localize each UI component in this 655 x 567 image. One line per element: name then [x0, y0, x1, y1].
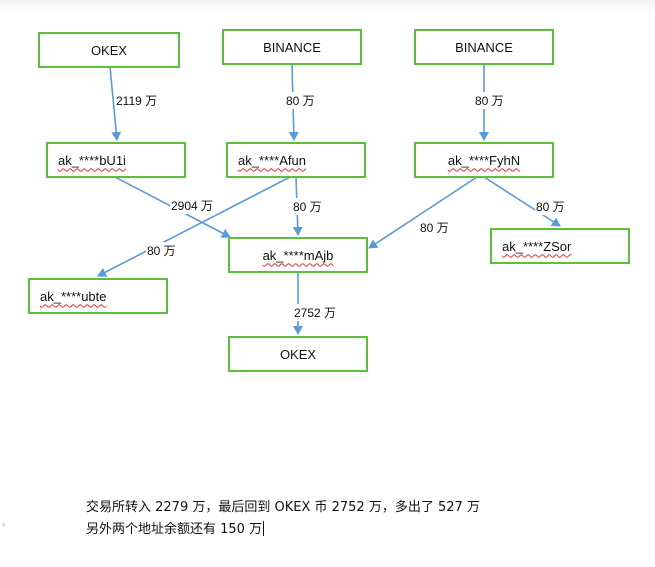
edge-label-fyhn-to-majb: 80 万	[419, 219, 450, 236]
binance-source-label-2: BINANCE	[455, 39, 513, 55]
binance-source-box-1: BINANCE	[222, 29, 362, 65]
arrow-okex-to-bu1i	[109, 66, 122, 141]
address-box-ubte: ak_****ubte	[28, 278, 168, 314]
edge-label-majb-to-okex: 2752 万	[293, 304, 338, 321]
address-label-fyhn: ak_****FyhN	[447, 152, 521, 168]
summary-text-1: 交易所转入 2279 万，最后回到 OKEX 币 2752 万，多出了 527 …	[86, 500, 480, 515]
binance-source-label-1: BINANCE	[263, 39, 321, 55]
okex-destination-box: OKEX	[228, 336, 368, 372]
binance-source-box-2: BINANCE	[414, 29, 554, 65]
edge-label-binance2-to-fyhn: 80 万	[474, 92, 505, 109]
arrow-fyhn-to-zsor	[483, 176, 561, 227]
arrow-afun-to-ubte	[97, 176, 291, 277]
address-label-zsor: ak_****ZSor	[502, 238, 572, 254]
arrow-fyhn-to-majb	[368, 176, 478, 249]
edge-label-binance1-to-afun: 80 万	[285, 92, 316, 109]
okex-source-box: OKEX	[38, 32, 180, 68]
edge-label-bu1i-to-majb: 2904 万	[170, 197, 215, 214]
address-box-zsor: ak_****ZSor	[490, 228, 630, 264]
address-box-bu1i: ak_****bU1i	[46, 142, 186, 178]
okex-destination-label: OKEX	[279, 346, 317, 362]
edge-label-afun-to-ubte: 80 万	[146, 242, 177, 259]
summary-line-2[interactable]: 另外两个地址余额还有 150 万	[86, 518, 265, 537]
okex-source-label: OKEX	[90, 42, 128, 58]
summary-text-2: 另外两个地址余额还有 150 万	[86, 522, 263, 537]
address-label-afun: ak_****Afun	[238, 152, 306, 168]
address-label-bu1i: ak_****bU1i	[58, 152, 126, 168]
address-label-majb: ak_****mAjb	[262, 247, 334, 263]
edge-label-fyhn-to-zsor: 80 万	[535, 198, 566, 215]
address-box-afun: ak_****Afun	[226, 142, 366, 178]
margin-marker: ▫	[2, 520, 6, 531]
address-label-ubte: ak_****ubte	[40, 288, 107, 304]
edge-label-okex-to-bu1i: 2119 万	[115, 92, 159, 109]
window-top-bar	[0, 0, 655, 14]
text-cursor	[263, 521, 265, 536]
summary-line-1: 交易所转入 2279 万，最后回到 OKEX 币 2752 万，多出了 527 …	[86, 496, 480, 515]
edge-label-afun-to-majb: 80 万	[292, 198, 323, 215]
address-box-majb: ak_****mAjb	[228, 237, 368, 273]
address-box-fyhn: ak_****FyhN	[414, 142, 554, 178]
